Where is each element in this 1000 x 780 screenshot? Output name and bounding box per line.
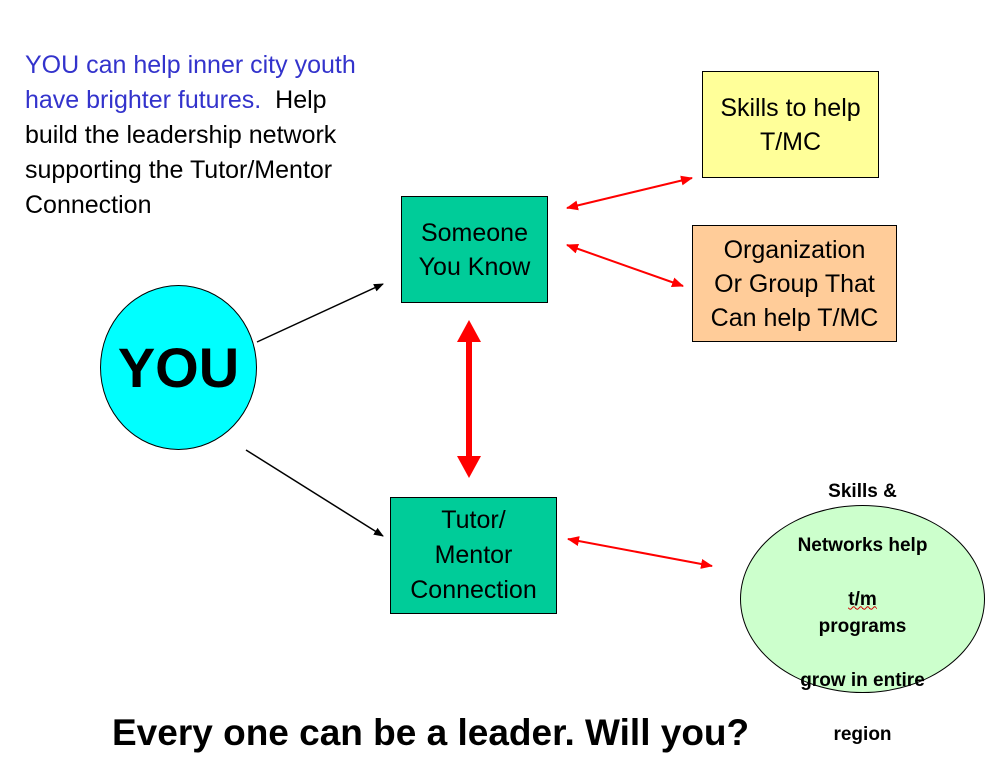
node-tmc-label: Tutor/ Mentor Connection [410,506,537,604]
intro-black-line-4: supporting the Tutor/Mentor [25,156,333,184]
node-skills-label: Skills to help T/MC [720,93,861,156]
node-networks-line-2: Networks help [797,534,928,556]
node-networks-text: Skills & Networks help t/m programs grow… [798,451,928,748]
arrow-you-to-tmc [245,449,384,537]
arrow-someone-org [566,243,684,288]
arrow-tmc-networks [567,536,713,569]
node-skills-to-help: Skills to help T/MC [702,71,879,178]
node-networks-line-3-underlined: t/m [848,588,877,610]
intro-text: YOU can help inner city youth have brigh… [25,48,445,223]
node-networks-line-3-rest: programs [818,615,907,637]
arrow-you-to-someone [256,283,384,343]
node-someone-label: Someone You Know [418,218,531,281]
node-tutor-mentor-connection: Tutor/ Mentor Connection [390,497,557,614]
node-someone-you-know: Someone You Know [401,196,548,303]
arrow-someone-tmc-thick [457,320,481,478]
intro-black-line-2: Help [275,86,327,114]
node-networks-line-4: grow in entire [800,669,925,691]
tagline: Every one can be a leader. Will you? [112,712,750,753]
intro-black-line-5: Connection [25,191,152,219]
node-org-label: Organization Or Group That Can help T/MC [710,235,879,332]
node-networks-line-5: region [833,723,892,745]
node-organization: Organization Or Group That Can help T/MC [692,225,897,342]
node-you: YOU [100,285,257,450]
arrow-someone-skills [566,175,693,211]
intro-blue-line-2: have brighter futures. [25,86,262,114]
intro-blue-line-1: YOU can help inner city youth [25,51,356,79]
node-networks-line-1: Skills & [828,480,897,502]
node-you-label: YOU [117,336,240,399]
intro-black-line-3: build the leadership network [25,121,337,149]
node-skills-networks: Skills & Networks help t/m programs grow… [740,481,985,745]
